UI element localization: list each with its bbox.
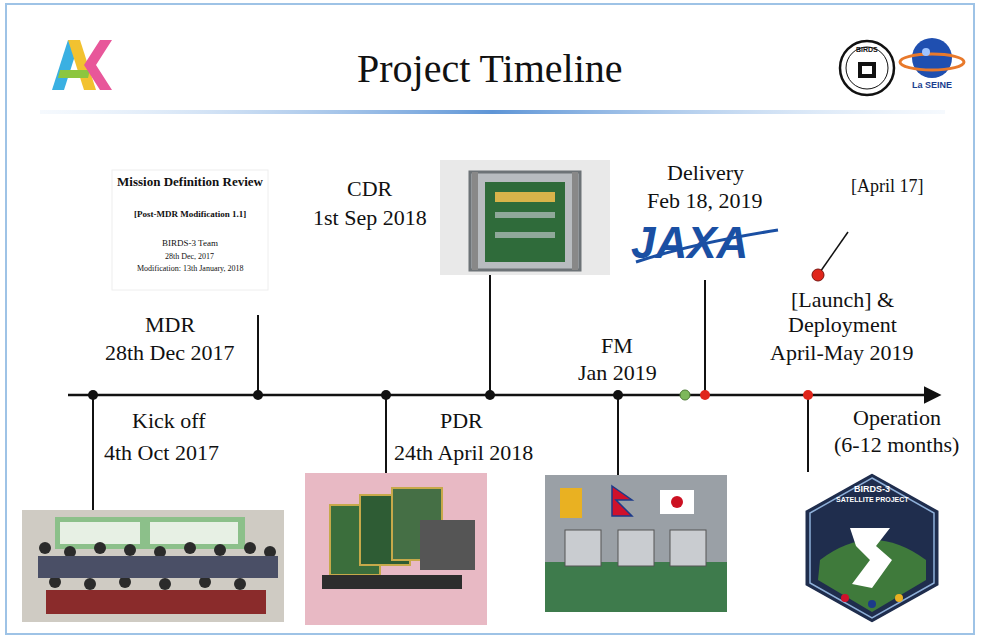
- milestone-date: April-May 2019: [770, 340, 914, 365]
- milestone-name: CDR: [347, 176, 392, 201]
- milestone-name: Delivery: [667, 160, 744, 185]
- milestone-date: [April 17]: [851, 176, 923, 197]
- milestone-name: Operation: [853, 405, 941, 430]
- milestone-name: Kick off: [132, 408, 206, 433]
- milestone-duration: (6-12 months): [834, 432, 959, 457]
- document-note: Modification: 13th January, 2018: [137, 264, 244, 273]
- agency-logo: JAXA: [631, 218, 748, 269]
- milestone-name: PDR: [440, 408, 483, 433]
- milestone-date: 24th April 2018: [394, 440, 533, 465]
- logo-text: La SEINE: [912, 80, 952, 90]
- document-date: 28th Dec, 2017: [165, 252, 214, 261]
- slide-title: Project Timeline: [357, 46, 623, 92]
- logo-text: BIRDS: [856, 46, 878, 54]
- milestone-name: FM: [601, 333, 633, 358]
- milestone-date: Jan 2019: [578, 360, 657, 385]
- document-subtitle: [Post-MDR Modification 1.1]: [134, 209, 246, 219]
- document-author: BIRDS-3 Team: [162, 238, 218, 248]
- milestone-date: 4th Oct 2017: [104, 440, 219, 465]
- patch-text: SATELLITE PROJECT: [836, 496, 909, 504]
- document-heading: Mission Definition Review: [115, 175, 265, 190]
- milestone-date: 1st Sep 2018: [313, 205, 427, 230]
- patch-text: BIRDS-3: [854, 484, 890, 494]
- milestone-date: Feb 18, 2019: [647, 188, 763, 213]
- milestone-date: 28th Dec 2017: [105, 340, 235, 365]
- milestone-name: [Launch] & Deployment: [775, 287, 910, 338]
- milestone-name: MDR: [145, 312, 195, 337]
